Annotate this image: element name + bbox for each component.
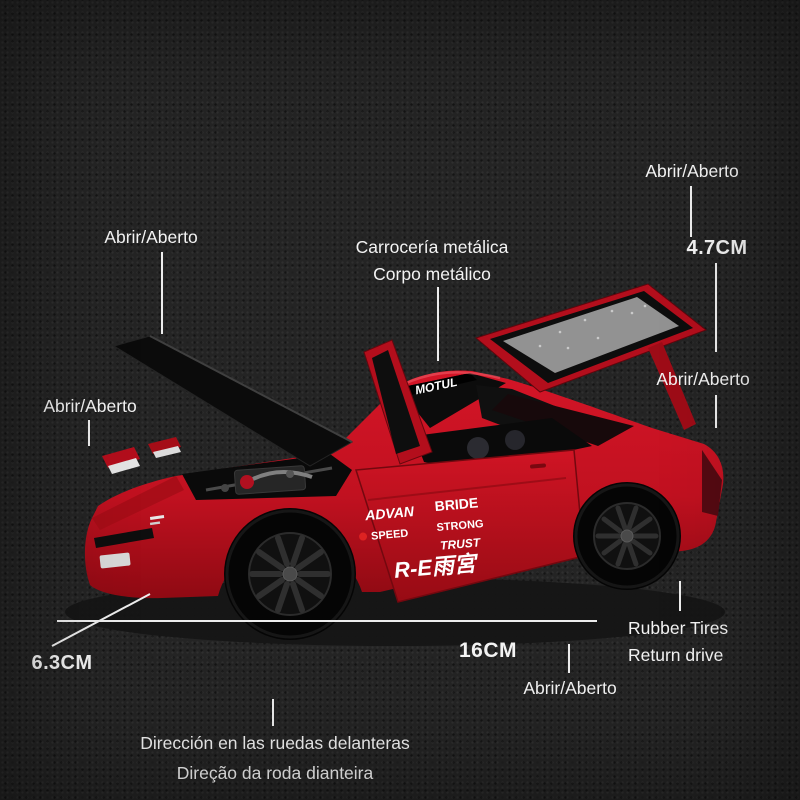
popup-headlights <box>102 437 181 474</box>
headlight-lens-far <box>153 446 181 458</box>
front-spokes <box>249 535 331 613</box>
label-steering-line2: Direção da roda dianteira <box>176 763 374 783</box>
door-window-glass <box>372 350 420 454</box>
tail-light <box>702 450 722 516</box>
windshield-banner <box>398 373 477 396</box>
decal-trust: TRUST <box>440 535 483 553</box>
label-height: 4.7CM <box>686 237 748 259</box>
headlight-flap-near <box>102 447 140 468</box>
rear-tire-ring <box>574 483 680 589</box>
engine-cap <box>286 470 294 478</box>
sponsor-decals: ADVAN BRIDE SPEED STRONG TRUST R-E雨宮 <box>359 494 484 583</box>
door-handle <box>530 463 546 469</box>
label-width: 6.3CM <box>31 652 93 674</box>
intake-pipe <box>252 470 313 481</box>
hatch-opening <box>492 394 634 446</box>
hatch-glass-inner <box>503 297 679 373</box>
label-steering-line1: Dirección en las ruedas delanteras <box>140 733 410 753</box>
label-tires-line2: Return drive <box>628 645 724 665</box>
rear-wheel <box>573 482 681 590</box>
label-body-material-line2: Corpo metálico <box>373 264 491 284</box>
engine-bay <box>182 454 352 500</box>
front-wheel <box>224 508 356 640</box>
decal-advan: ADVAN <box>364 503 416 523</box>
label-tires-line1: Rubber Tires <box>628 618 729 638</box>
label-length: 16CM <box>458 639 518 662</box>
front-fascia-shade <box>92 476 184 530</box>
front-bumper-details <box>94 515 165 569</box>
roof-highlight <box>403 371 501 386</box>
door-open: ADVAN BRIDE SPEED STRONG TRUST R-E雨宮 <box>355 339 585 603</box>
door-crease <box>367 477 567 501</box>
rear-hub <box>620 529 634 543</box>
cabin-interior <box>414 418 592 472</box>
hood-open <box>112 335 354 467</box>
fender-decal-2 <box>149 521 161 526</box>
front-hub <box>282 566 298 582</box>
rear-hatch-open <box>474 283 708 430</box>
decal-bride: BRIDE <box>434 494 479 514</box>
intake-cap <box>240 475 254 489</box>
label-hatch-open: Abrir/Aberto <box>645 161 739 181</box>
front-tire-ring <box>225 509 355 639</box>
seat-left <box>467 437 489 459</box>
connector-lines <box>51 186 717 726</box>
label-tires: Rubber Tires Return drive <box>628 615 728 669</box>
headlight-flap-far <box>148 437 181 454</box>
fender-decal <box>149 515 165 520</box>
label-hood-open: Abrir/Aberto <box>104 227 198 247</box>
label-body-material-line1: Carrocería metálica <box>355 237 509 257</box>
hood-edge-highlight <box>149 335 353 443</box>
seat-right <box>505 430 525 450</box>
grille-slot <box>94 528 154 548</box>
license-plate <box>99 552 131 569</box>
label-headlight-open: Abrir/Aberto <box>43 396 137 416</box>
label-door-open: Abrir/Aberto <box>523 678 617 698</box>
hatch-strut <box>648 342 696 430</box>
engine-cap2 <box>221 484 229 492</box>
rear-spokes <box>595 505 659 567</box>
label-steering: Dirección en las ruedas delanteras Direç… <box>140 728 409 788</box>
door-aperture <box>414 418 592 472</box>
headlight-lens-near <box>108 458 140 474</box>
decal-speed: SPEED <box>371 528 409 543</box>
decal-logo-dot <box>359 532 368 541</box>
decal-strong: STRONG <box>436 518 484 534</box>
label-rear-door-open: Abrir/Aberto <box>656 369 750 389</box>
hatch-speckles <box>538 304 647 350</box>
label-body-material: Carrocería metálica Corpo metálico <box>356 234 509 288</box>
